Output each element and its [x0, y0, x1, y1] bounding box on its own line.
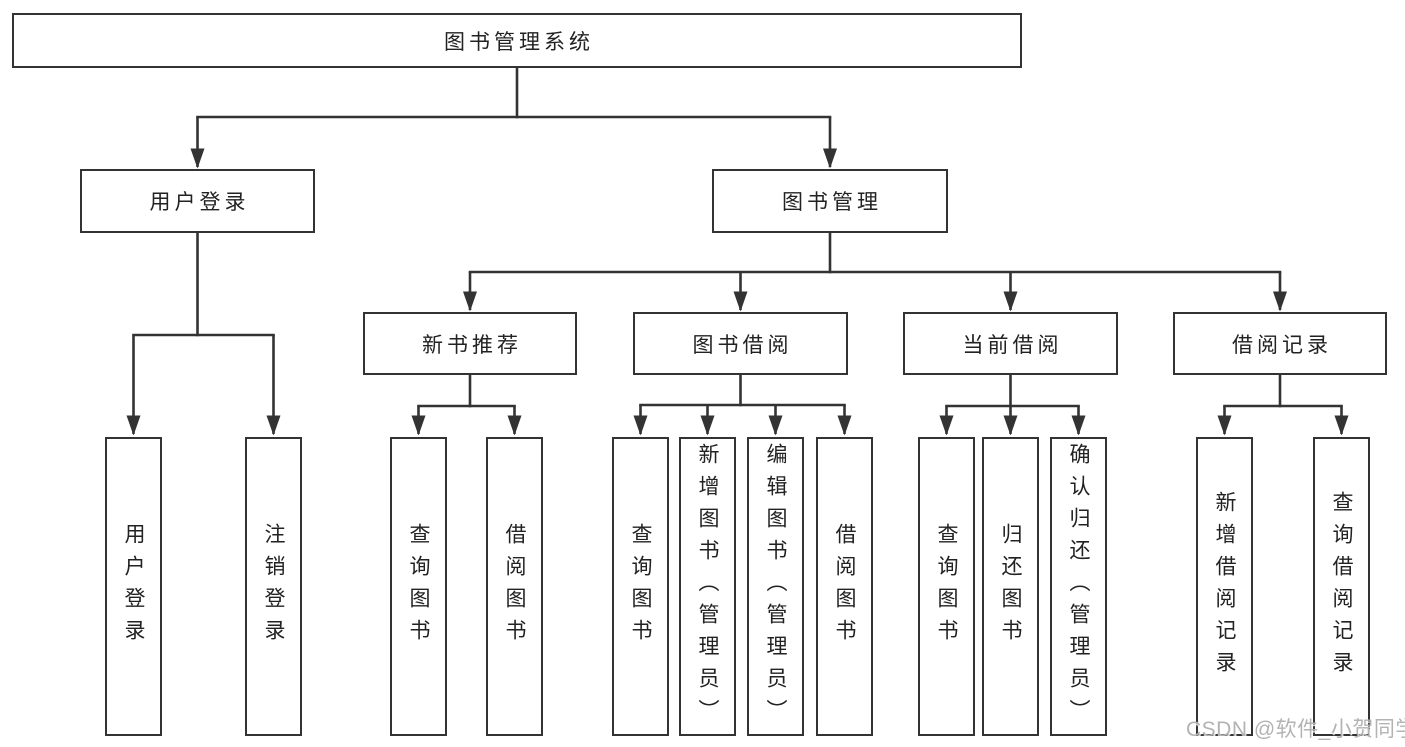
leaf-confirm-return-admin: 确认归还（管理员）: [1050, 437, 1107, 736]
leaf-label: 新增借阅记录: [1213, 490, 1236, 683]
node-label: 当前借阅: [962, 333, 1063, 357]
connector-book-borrow-group: [633, 375, 852, 436]
leaf-add-borrow-record: 新增借阅记录: [1196, 437, 1253, 736]
node-label: 图书管理: [782, 191, 882, 214]
leaf-label: 借阅图书: [833, 522, 856, 651]
node-new-book-recommend: 新书推荐: [363, 312, 577, 375]
leaf-query-book-2: 查询图书: [612, 437, 669, 736]
leaf-query-borrow-record: 查询借阅记录: [1313, 437, 1370, 736]
csdn-watermark: CSDN @软件_小贺同学: [1186, 718, 1405, 741]
leaf-return-book: 归还图书: [982, 437, 1039, 736]
leaf-query-book-1: 查询图书: [390, 437, 447, 736]
leaf-label: 查询图书: [935, 522, 958, 651]
leaf-label: 新增图书（管理员）: [696, 442, 719, 731]
node-root-library-system: 图书管理系统: [12, 13, 1022, 68]
connector-current-borrow-group: [939, 375, 1086, 436]
node-label: 图书借阅: [692, 333, 793, 357]
node-label: 借阅记录: [1232, 333, 1332, 357]
leaf-query-book-3: 查询图书: [918, 437, 975, 736]
leaf-edit-book-admin: 编辑图书（管理员）: [747, 437, 804, 736]
leaf-borrow-book-1: 借阅图书: [486, 437, 543, 736]
node-borrow-records: 借阅记录: [1173, 312, 1387, 375]
leaf-label: 查询图书: [629, 522, 652, 651]
leaf-label: 归还图书: [999, 522, 1022, 651]
leaf-label: 注销登录: [262, 522, 285, 651]
node-book-borrow: 图书借阅: [633, 312, 848, 375]
node-label: 图书管理系统: [444, 30, 594, 54]
connector-root-to-level2: [190, 68, 837, 169]
connector-user-login-group: [126, 233, 281, 436]
node-label: 新书推荐: [422, 333, 522, 357]
leaf-logout: 注销登录: [245, 437, 302, 736]
leaf-borrow-book-2: 借阅图书: [816, 437, 873, 736]
connector-new-book-group: [411, 375, 522, 436]
leaf-label: 确认归还（管理员）: [1067, 442, 1090, 731]
connector-borrow-records-group: [1217, 375, 1349, 436]
node-label: 用户登录: [149, 191, 250, 214]
leaf-label: 借阅图书: [503, 522, 526, 651]
node-current-borrow: 当前借阅: [903, 312, 1118, 375]
node-user-login: 用户登录: [80, 169, 315, 233]
leaf-add-book-admin: 新增图书（管理员）: [679, 437, 736, 736]
connector-book-management-to-level3: [463, 233, 1287, 312]
leaf-label: 查询借阅记录: [1330, 490, 1353, 683]
leaf-label: 用户登录: [122, 522, 145, 651]
node-book-management: 图书管理: [712, 169, 948, 233]
leaf-label: 查询图书: [407, 522, 430, 651]
leaf-label: 编辑图书（管理员）: [764, 442, 787, 731]
leaf-user-login: 用户登录: [105, 437, 162, 736]
